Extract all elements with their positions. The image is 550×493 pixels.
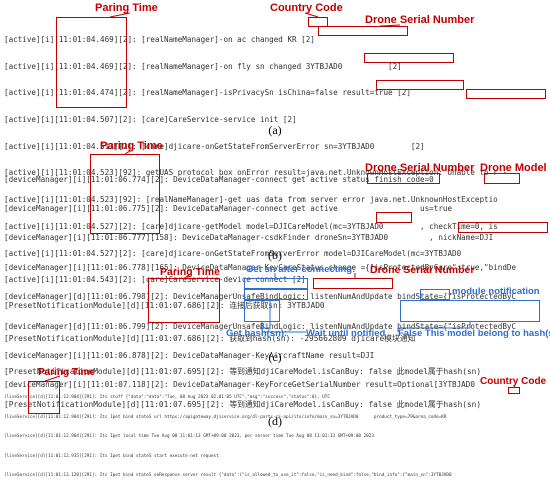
log-block-b: [deviceManager][i][11:01:06.774][2]: Dev… [4, 155, 550, 410]
paring-time-box-c [148, 278, 220, 323]
drone-sn-box-a4 [466, 89, 546, 99]
get-sn-label-c: Get sn after connecting: [246, 264, 356, 275]
country-code-box-d [508, 387, 520, 394]
log-line: [active][i][11:01:04.474][2]: [realNameM… [4, 88, 411, 98]
drone-serial-label-c: Drone Serial Number [370, 264, 475, 276]
panel-d: Paring Time Country Code [liveService][d… [0, 366, 550, 478]
log-line: [deviceManager][i][11:01:06.774][2]: Dev… [4, 174, 434, 184]
log-line: [active][i][11:01:04.527][2]: [care]djic… [4, 221, 498, 231]
drone-model-box-b2 [376, 212, 412, 223]
log-line: [liveService][d][11:01:12.935][291]: Its… [4, 453, 219, 459]
caption-c: (c) [268, 350, 282, 364]
module-box-c [420, 289, 450, 300]
false-box-c [400, 300, 540, 322]
paring-time-label-c: Paring Time [160, 266, 220, 278]
get-sn-box-c [244, 278, 308, 289]
panel-c: Paring Time Get sn after connecting: Dro… [0, 262, 550, 409]
get-hash-box-c [244, 289, 308, 300]
log-line: [deviceManager][i][11:01:06.775][2]: Dev… [4, 203, 453, 213]
log-block-a: [active][i][11:01:04.469][2]: [realNameM… [4, 18, 550, 303]
paring-time-label-b: Paring Time [100, 140, 163, 152]
wait-label-c: Wait until notified [306, 328, 386, 339]
log-line: [active][i][11:01:04.527][2]: [care]djic… [4, 248, 494, 258]
false-label-c: False This model belong to hash(sn) [398, 328, 550, 339]
caption-d: (d) [268, 414, 282, 428]
paring-time-label-a: Paring Time [95, 2, 158, 14]
log-line: [active][i][11:01:04.469][2]: [realNameM… [4, 34, 315, 44]
drone-sn-box-a3 [376, 80, 464, 90]
panel-b: Paring Time Drone Serial Number Drone Mo… [0, 140, 550, 389]
get-hash-label-c: Get hash(sn): [226, 328, 288, 339]
log-line: [active][i][11:01:04.513][2]: [care]djic… [4, 141, 425, 151]
drone-serial-label-b: Drone Serial Number [365, 162, 475, 174]
paring-time-box-d [28, 381, 60, 414]
log-line: [PresetNotificationModule][d][11:01:07.6… [4, 334, 416, 343]
module-notification-label-c: module notification [452, 286, 540, 297]
log-line: [PresetNotificationModule][d][11:01:07.6… [4, 400, 482, 409]
log-line: [active][i][11:01:04.543][2]: [care]Care… [4, 275, 306, 285]
log-line: [active][i][11:01:04.523][92]: [realName… [4, 195, 498, 205]
log-block-c: [PresetNotificationModule][d][11:01:07.6… [4, 278, 550, 432]
log-line: [active][i][11:01:04.469][2]: [realNameM… [4, 61, 402, 71]
log-line: [PresetNotificationModule][d][11:01:07.6… [4, 367, 482, 376]
log-line: [active][i][11:01:04.507][2]: [care]Care… [4, 114, 297, 124]
log-line: [PresetNotificationModule][d][11:01:07.6… [4, 301, 325, 310]
caption-a: (a) [268, 123, 282, 137]
drone-sn-box-a1 [318, 26, 408, 36]
drone-model-label-b: Drone Model [480, 162, 547, 174]
country-code-label-d: Country Code [480, 376, 547, 387]
log-line: [liveService][d][11:01:12.904][291]: Its… [4, 414, 447, 420]
log-line: [deviceManager][i][11:01:06.777][158]: D… [4, 233, 494, 243]
log-line: [deviceManager][i][11:01:06.778][165]: D… [4, 262, 517, 272]
paring-time-box-b [90, 154, 160, 234]
wait-box-c [244, 300, 280, 322]
log-line: [deviceManager][i][11:01:07.118][2]: Dev… [4, 380, 507, 390]
country-code-label-a: Country Code [270, 2, 343, 14]
log-block-d: [liveService][d][11:01:12.904][291]: Its… [4, 382, 550, 493]
caption-b: (b) [268, 248, 282, 262]
panel-a: Paring Time Country Code Drone Serial Nu… [0, 0, 550, 284]
drone-sn-box-b2 [458, 222, 548, 233]
drone-model-box-b [484, 173, 520, 184]
drone-sn-box-b1 [367, 173, 440, 184]
log-line: [liveService][d][11:01:12.904][291]: Its… [4, 395, 330, 400]
log-line: [liveService][d][11:01:12.904][291]: Its… [4, 434, 374, 439]
log-line: [deviceManager][d][11:01:06.798][2]: Dev… [4, 292, 517, 302]
drone-sn-box-c [313, 278, 393, 289]
paring-time-box-a [56, 17, 127, 108]
drone-serial-label-a: Drone Serial Number [365, 14, 475, 26]
log-line: [deviceManager][i][11:01:06.878][2]: Dev… [4, 350, 375, 360]
paring-time-label-d: Paring Time [38, 367, 96, 378]
drone-sn-box-a2 [364, 53, 454, 63]
log-line: [liveService][d][11:01:13.120][291]: Its… [4, 473, 452, 478]
